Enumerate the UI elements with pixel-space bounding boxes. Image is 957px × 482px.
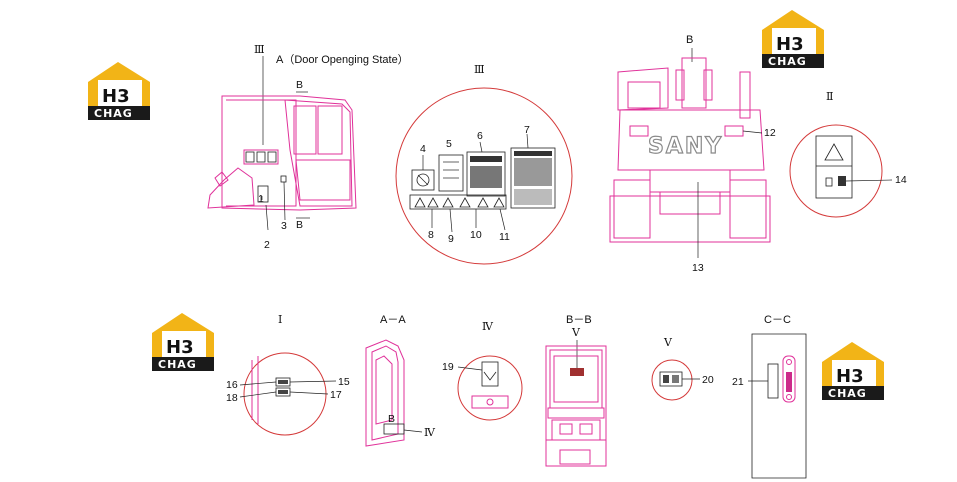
detail-ii: Ⅱ 14 [789, 90, 907, 218]
svg-text:H3: H3 [836, 366, 864, 387]
callout-10: 10 [470, 229, 482, 241]
svg-text:CHAG: CHAG [828, 387, 867, 400]
view-a-roman-label: Ⅲ [254, 43, 265, 56]
svg-text:CHAG: CHAG [158, 358, 197, 371]
callout-12: 12 [764, 127, 776, 139]
callout-3: 3 [281, 220, 287, 232]
callout-17: 17 [330, 389, 342, 401]
callout-8: 8 [428, 229, 434, 241]
callout-15: 15 [338, 376, 350, 388]
callout-13: 13 [692, 262, 704, 274]
detail-iii: Ⅲ 4 5 6 7 [395, 63, 573, 265]
section-b-b: B－B Ⅴ [545, 314, 607, 467]
detail-iii-title: Ⅲ [474, 63, 485, 76]
brand-logo: SANY [648, 134, 723, 159]
logo-top-left: H3 CHAG [88, 62, 150, 120]
detail-iv-title: Ⅳ [482, 320, 494, 333]
view-a-section-label: B [296, 79, 303, 91]
section-cc-title: C－C [764, 314, 791, 326]
detail-v-title: Ⅴ [663, 336, 673, 349]
view-a-section-label-lower: B [296, 219, 303, 231]
section-aa-small-label: B [388, 413, 395, 425]
detail-v: Ⅴ 20 [651, 336, 714, 401]
callout-21: 21 [732, 376, 744, 388]
callout-20: 20 [702, 374, 714, 386]
callout-7: 7 [524, 124, 530, 136]
detail-i-title: Ⅰ [278, 313, 282, 326]
view-a-cab: Ⅲ A（Door Openging State） B 1 2 3 B [207, 43, 409, 251]
view-b-rear: B SANY 12 13 [609, 34, 776, 274]
callout-14: 14 [895, 174, 907, 186]
view-a-title: A（Door Openging State） [276, 53, 409, 66]
section-aa-title: A－A [380, 314, 406, 326]
detail-i: Ⅰ 16 18 15 17 [226, 313, 350, 436]
section-c-c: C－C 21 [732, 314, 807, 479]
view-b-title: B [686, 34, 693, 46]
section-bb-title: B－B [566, 314, 592, 326]
detail-iv: Ⅳ 19 [442, 320, 523, 421]
detail-ii-title: Ⅱ [826, 90, 833, 103]
callout-18: 18 [226, 392, 238, 404]
svg-text:CHAG: CHAG [94, 107, 133, 120]
logo-bottom-right: H3 CHAG [822, 342, 884, 400]
svg-text:CHAG: CHAG [768, 55, 807, 68]
svg-text:H3: H3 [166, 337, 194, 358]
callout-1: 1 [258, 193, 264, 205]
section-bb-ref: Ⅴ [571, 326, 581, 339]
svg-text:H3: H3 [102, 86, 130, 107]
callout-5: 5 [446, 138, 452, 150]
callout-6: 6 [477, 130, 483, 142]
section-a-a: A－A B Ⅳ [365, 314, 436, 447]
section-aa-ref: Ⅳ [424, 426, 436, 439]
callout-9: 9 [448, 233, 454, 245]
callout-2: 2 [264, 239, 270, 251]
callout-16: 16 [226, 379, 238, 391]
callout-4: 4 [420, 143, 426, 155]
logo-top-right: H3 CHAG [762, 10, 824, 68]
callout-11: 11 [499, 231, 510, 243]
logo-bottom-left: H3 CHAG [152, 313, 214, 371]
svg-text:H3: H3 [776, 34, 804, 55]
callout-19: 19 [442, 361, 454, 373]
